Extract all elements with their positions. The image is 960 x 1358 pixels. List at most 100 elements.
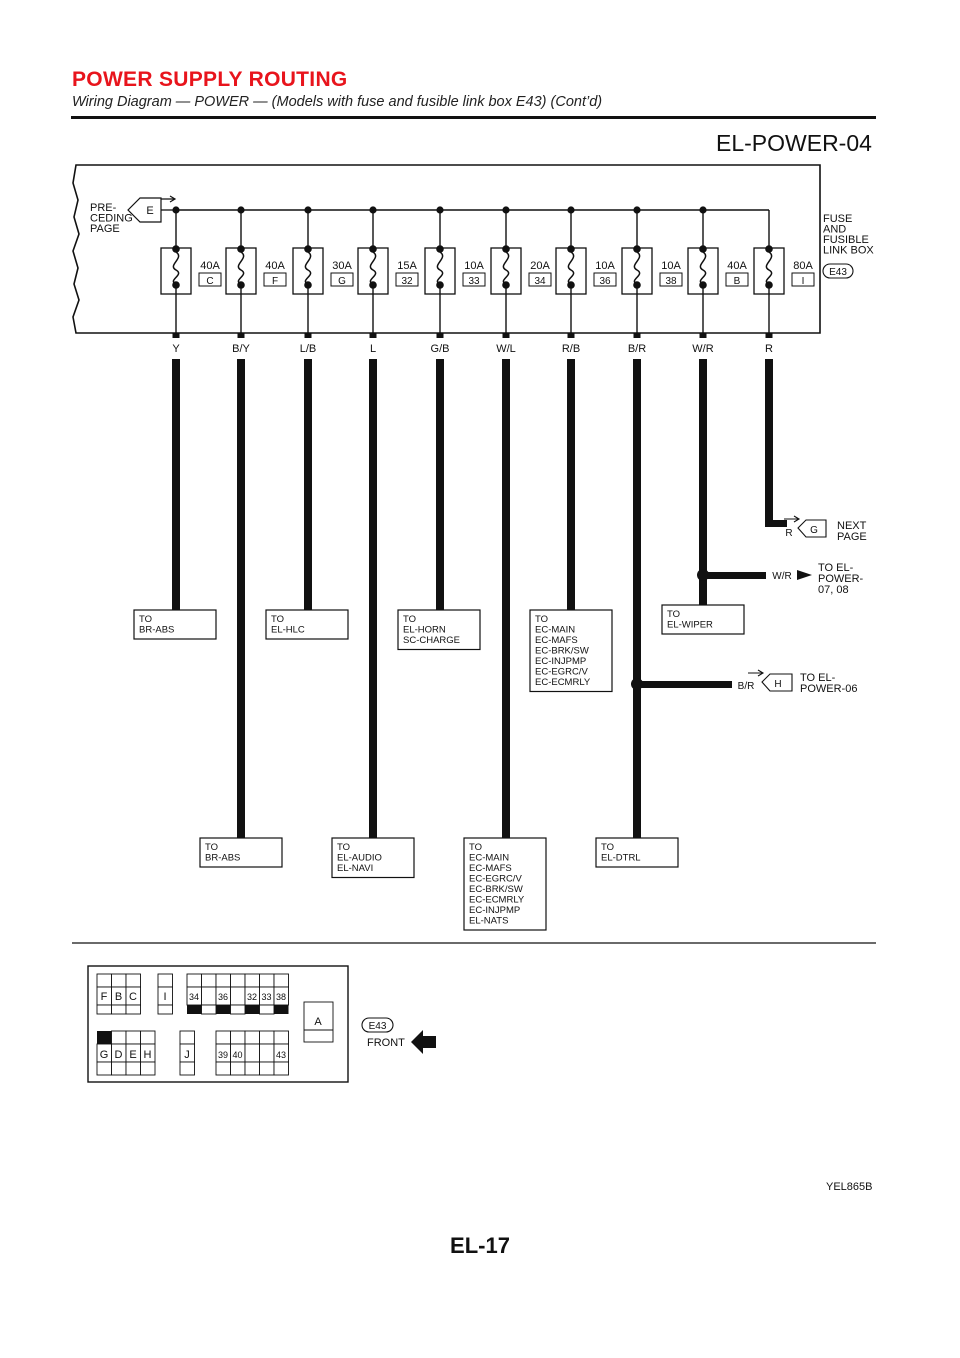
terminal-label: F [101, 991, 108, 1003]
wire-B-R-branch [637, 681, 732, 688]
terminal-cell [215, 973, 231, 988]
terminal-label: 39 [218, 1050, 228, 1060]
terminal-cell [111, 1004, 127, 1015]
terminal-cell [111, 1030, 127, 1045]
branch-destination-line: 07, 08 [818, 584, 849, 596]
wire-color-label: R [765, 343, 773, 355]
fuse-id: C [206, 276, 213, 287]
terminal-cell [273, 973, 289, 988]
prev-page-label-line: PAGE [90, 223, 120, 235]
flow-arrow-icon [161, 195, 177, 203]
fuse-terminal-dot [502, 245, 510, 253]
lower-dest-box-text-line: TO [469, 842, 482, 853]
front-connector-oval [361, 1017, 394, 1033]
prev-page-label-line: CEDING [90, 213, 133, 225]
fuse-amperage: 40A [265, 260, 285, 272]
upper-dest-box-text-line: EC-INJPMP [535, 656, 586, 667]
terminal-cell [244, 973, 260, 988]
fuse-icon [633, 251, 641, 285]
fuse-id-box [725, 272, 749, 287]
terminal-cell [201, 1004, 217, 1015]
fuse-box-label-line: FUSIBLE [823, 234, 869, 246]
fuse-id: 32 [401, 276, 413, 287]
upper-dest-box-text-line: TO [403, 614, 416, 625]
fuse-id: 33 [468, 276, 480, 287]
lower-dest-box-text-line: BR-ABS [205, 853, 240, 864]
upper-dest-box-text-line: SC-CHARGE [403, 635, 460, 646]
front-label: FRONT [367, 1037, 405, 1049]
wire-B-Y [237, 359, 245, 838]
terminal-cell [259, 1061, 275, 1076]
upper-dest-box-text-line: BR-ABS [139, 625, 174, 636]
lower-dest-box-text-line: EL-AUDIO [337, 853, 382, 864]
terminal-cell [96, 973, 112, 988]
upper-dest-box-text-line: EC-ECMRLY [535, 677, 591, 688]
flow-arrow-icon [784, 515, 801, 523]
branch-wire-label: W/R [772, 571, 791, 582]
terminal-filled [216, 1005, 231, 1014]
wire-W-L [502, 359, 510, 838]
fuse-box-outline [72, 164, 821, 334]
fuse-icon [567, 251, 575, 285]
upper-dest-box-text-line: EL-HLC [271, 625, 305, 636]
prev-page-connector-id: E [146, 205, 153, 217]
terminal-cell [230, 973, 246, 988]
wire-stub [502, 333, 510, 338]
terminal-cell [230, 1004, 246, 1015]
fuse-terminal-dot [633, 245, 641, 253]
wire-R-bend [765, 520, 787, 527]
terminal-cell [244, 1061, 260, 1076]
fuse-terminal-dot [765, 245, 773, 253]
lower-dest-box [199, 837, 283, 868]
fuse-housing [621, 247, 653, 295]
wire-R [765, 359, 773, 523]
branch-destination-line: TO EL- [800, 672, 836, 684]
upper-dest-box [265, 609, 349, 640]
terminal-cell [179, 1030, 195, 1045]
upper-dest-box [661, 604, 745, 635]
terminal-cell [201, 986, 217, 1006]
upper-dest-box-text-line: TO [271, 614, 284, 625]
terminal-cell [273, 1061, 289, 1076]
diagram-id: EL-POWER-04 [716, 130, 872, 156]
terminal-filled [187, 1005, 202, 1014]
wire-stub [699, 333, 707, 338]
terminal-filled [97, 1031, 112, 1044]
fuse-terminal-dot [567, 245, 575, 253]
fuse-terminal-dot [699, 245, 707, 253]
fuse-amperage: 20A [530, 260, 550, 272]
prev-page-label-line: PRE- [90, 202, 117, 214]
fuse-box-connector-id: E43 [829, 267, 847, 278]
fuse-amperage: 40A [727, 260, 747, 272]
terminal-filled [245, 1005, 260, 1014]
terminal-cell [140, 1030, 156, 1045]
lower-dest-box-text-line: EC-INJPMP [469, 905, 520, 916]
wire-color-label: Y [172, 343, 180, 355]
wire-color-label: R/B [562, 343, 580, 355]
wire-L-B [304, 359, 312, 610]
terminal-label: J [184, 1049, 190, 1061]
terminal-cell [125, 1004, 141, 1015]
fuse-icon [369, 251, 377, 285]
lower-dest-box [595, 837, 679, 868]
wire-L [369, 359, 377, 838]
fuse-box-label-line: LINK BOX [823, 245, 874, 257]
terminal-cell [259, 973, 275, 988]
terminal-cell [230, 986, 246, 1006]
wire-stub [237, 333, 245, 338]
upper-dest-box [529, 609, 613, 693]
upper-destinations: TOBR-ABSTOEL-HLCTOEL-HORNSC-CHARGETOEC-M… [133, 604, 745, 693]
terminal-cell [157, 1004, 173, 1015]
terminal-cell [215, 1030, 231, 1045]
lower-dest-box-text-line: EC-MAFS [469, 863, 512, 874]
fuse-id-box [528, 272, 552, 287]
fuse-id: G [338, 276, 346, 287]
wire-color-label: B/Y [232, 343, 250, 355]
terminal-cell [201, 973, 217, 988]
wire-color-label: L [370, 343, 376, 355]
upper-dest-box [397, 609, 481, 651]
terminal-label: A [314, 1016, 322, 1028]
fuse-icon [765, 251, 773, 285]
